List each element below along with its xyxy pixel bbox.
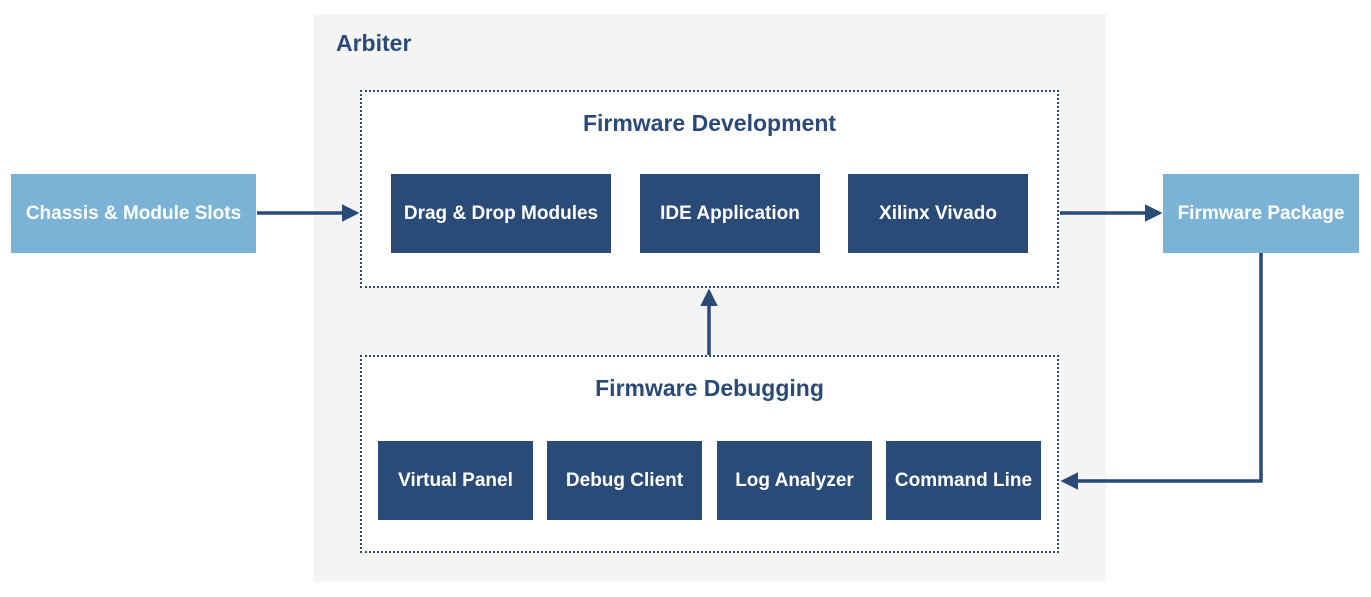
command-line-block: Command Line [886,441,1041,520]
virtual-panel-block: Virtual Panel [378,441,533,520]
chassis-module-slots-block: Chassis & Module Slots [11,174,256,253]
firmware-development-title: Firmware Development [582,110,837,136]
log-analyzer-block: Log Analyzer [717,441,872,520]
firmware-debugging-title: Firmware Debugging [595,375,824,401]
xilinx-vivado-block: Xilinx Vivado [848,174,1028,253]
firmware-package-block: Firmware Package [1163,174,1359,253]
debug-client-block: Debug Client [547,441,702,520]
ide-application-block: IDE Application [640,174,820,253]
arbiter-title: Arbiter [336,30,412,56]
drag-drop-modules-block: Drag & Drop Modules [391,174,611,253]
